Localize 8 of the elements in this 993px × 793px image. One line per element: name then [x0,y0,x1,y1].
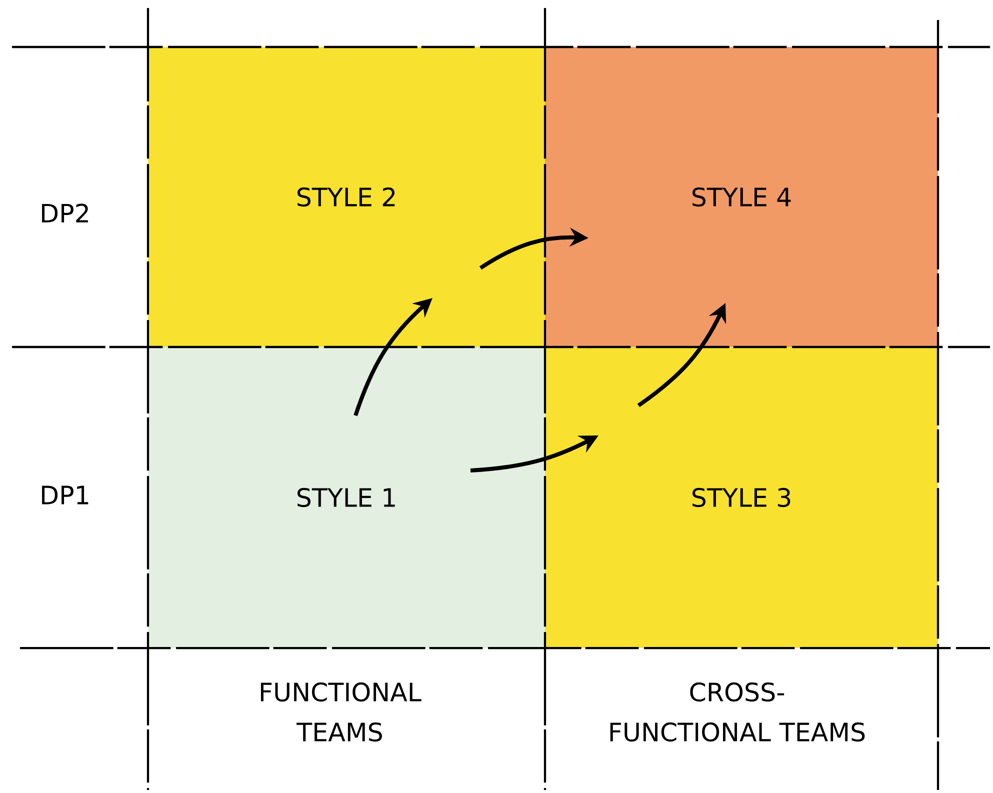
row-label: DP2 [42,204,88,222]
row-label: DP1 [42,486,88,504]
quadrant-cell: STYLE 4 [545,47,938,347]
quadrant-cell: STYLE 1 [148,347,545,648]
quadrant-cell: STYLE 2 [148,47,545,347]
column-label: FUNCTIONAL TEAMS [260,682,422,742]
column-label: CROSS-FUNCTIONAL TEAMS [610,682,865,742]
quadrant-cell: STYLE 3 [545,347,938,648]
